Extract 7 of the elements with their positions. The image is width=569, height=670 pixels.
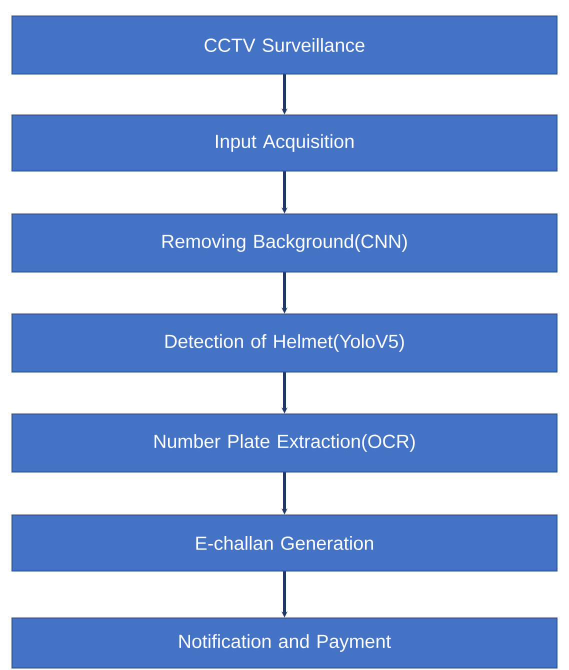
process-box: Input Acquisition	[12, 114, 558, 172]
process-box: CCTV Surveillance	[12, 16, 558, 74]
process-box: E-challan Generation	[12, 514, 558, 572]
process-box: Number Plate Extraction(OCR)	[12, 414, 558, 472]
process-box: Notification and Payment	[12, 618, 558, 668]
process-box: Detection of Helmet(YoloV5)	[12, 314, 558, 372]
process-box: Removing Background(CNN)	[12, 214, 558, 272]
